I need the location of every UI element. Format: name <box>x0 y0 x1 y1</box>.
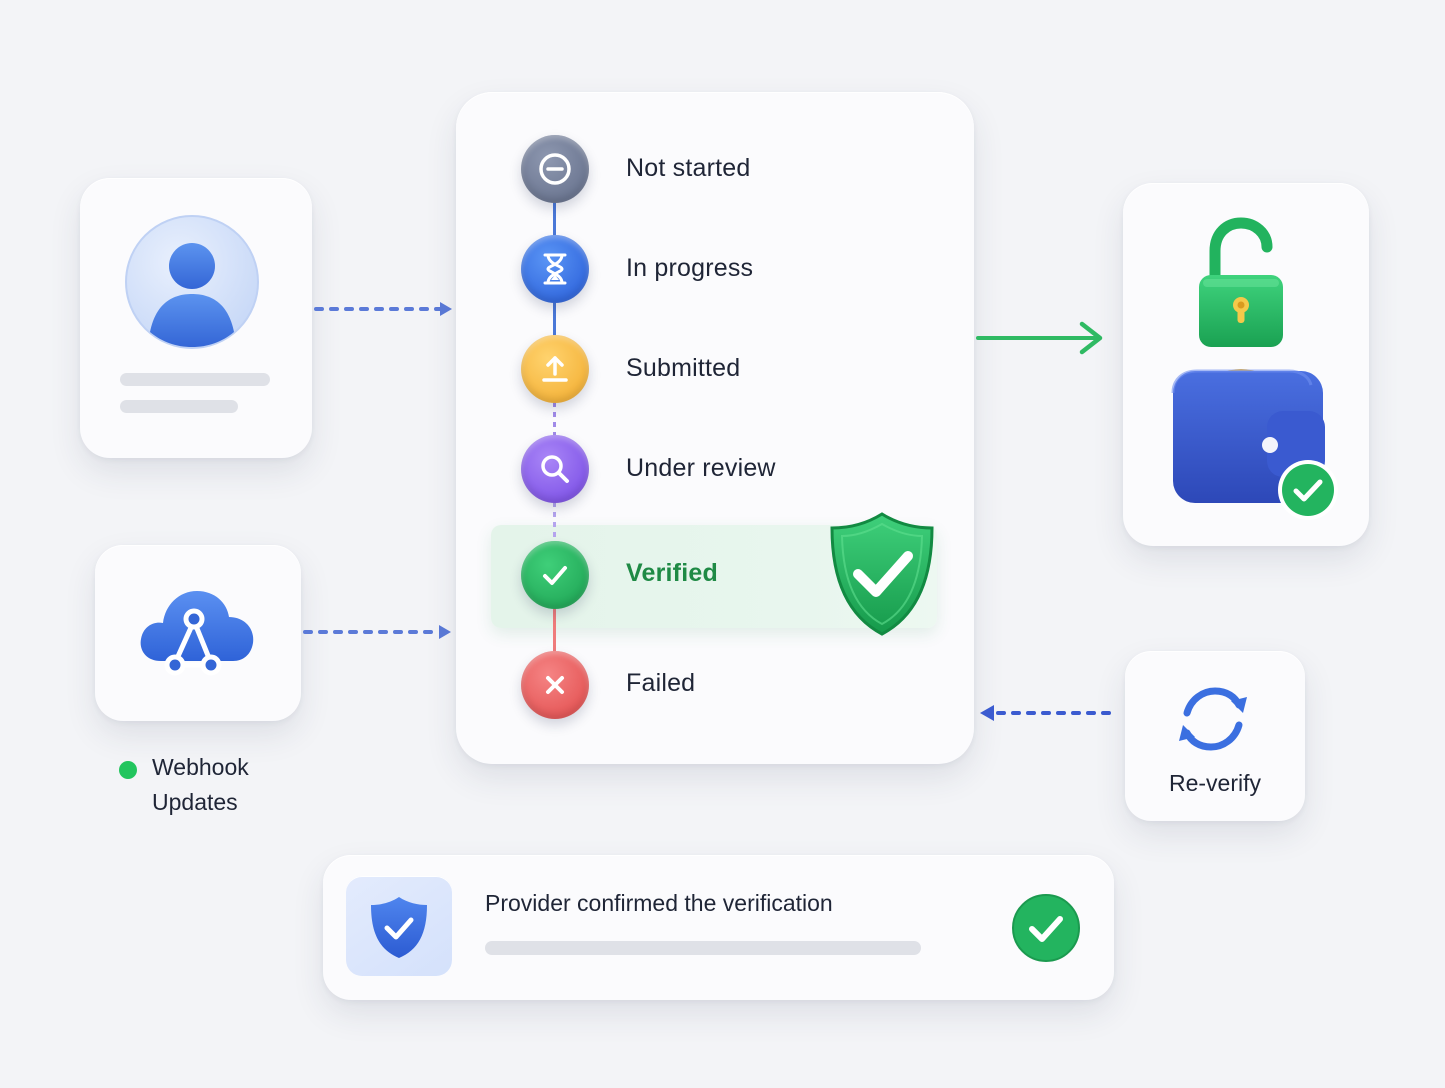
name-placeholder-bar <box>120 373 270 386</box>
wallet-icon <box>1171 369 1325 503</box>
timeline-segment <box>553 608 556 652</box>
reverify-to-status-connector <box>980 705 1118 721</box>
search-icon <box>541 455 569 483</box>
verified-status-icon <box>521 541 589 609</box>
under-review-status-icon <box>521 435 589 503</box>
timeline-segment <box>553 302 556 340</box>
x-icon <box>546 676 564 694</box>
provider-notification-card <box>323 855 1114 1000</box>
step-label-verified: Verified <box>626 559 718 587</box>
hourglass-icon <box>543 253 567 285</box>
user-avatar-icon <box>125 215 259 349</box>
step-label-in-progress: In progress <box>626 254 754 282</box>
notification-progress-bar <box>485 941 921 955</box>
profile-card <box>80 178 312 458</box>
reverify-label: Re-verify <box>1168 770 1261 796</box>
webhook-card <box>95 545 301 721</box>
webhook-to-status-connector <box>303 625 451 639</box>
status-to-unlock-arrow <box>976 321 1103 355</box>
shield-check-icon <box>830 512 934 636</box>
check-icon <box>543 566 567 585</box>
wallet-check-badge-icon <box>1278 460 1338 520</box>
webhook-sublabel: Updates <box>152 789 238 815</box>
cloud-webhook-icon <box>140 591 254 676</box>
step-label-not-started: Not started <box>626 154 751 182</box>
profile-to-status-connector <box>314 302 452 316</box>
reverify-button[interactable] <box>1125 651 1305 821</box>
submitted-status-icon <box>521 335 589 403</box>
notification-shield-tile <box>346 876 452 976</box>
webhook-label: Webhook <box>152 754 249 780</box>
unlocked-padlock-icon <box>1199 217 1283 347</box>
not-started-status-icon <box>521 135 589 203</box>
step-label-under-review: Under review <box>626 454 776 482</box>
timeline-segment <box>553 402 556 440</box>
verification-status-card <box>456 92 974 764</box>
minus-circle-icon <box>539 153 571 185</box>
confirmed-check-icon <box>1012 894 1080 962</box>
detail-placeholder-bar <box>120 400 238 413</box>
upload-icon <box>542 356 568 382</box>
step-label-submitted: Submitted <box>626 354 741 382</box>
step-label-failed: Failed <box>626 669 696 697</box>
notification-text: Provider confirmed the verification <box>485 890 833 916</box>
timeline-segment <box>553 502 556 542</box>
in-progress-status-icon <box>521 235 589 303</box>
shield-icon <box>371 897 427 958</box>
webhook-status-dot <box>119 761 137 779</box>
failed-status-icon <box>521 651 589 719</box>
refresh-icon <box>1179 687 1247 751</box>
account-unlocked-card <box>1123 183 1369 546</box>
timeline-segment <box>553 202 556 238</box>
